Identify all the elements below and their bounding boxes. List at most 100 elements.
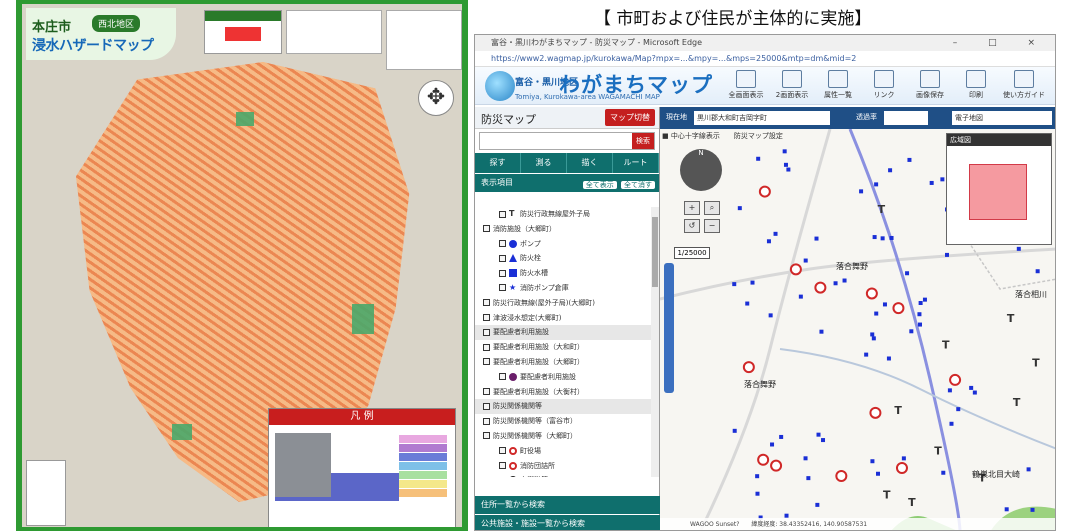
overview-map[interactable]: 広域図 (946, 133, 1052, 245)
checkbox-icon[interactable] (499, 462, 506, 470)
facility-marker[interactable] (768, 313, 773, 318)
guide-button[interactable]: 使い方ガイド (1003, 70, 1045, 100)
search-button[interactable]: 検索 (632, 133, 654, 149)
radio-station-marker[interactable]: T (1032, 357, 1040, 370)
map-switch-button[interactable]: マップ切替 (605, 109, 655, 126)
facility-marker[interactable] (886, 356, 891, 361)
alert-marker[interactable] (892, 302, 905, 315)
checkbox-icon[interactable] (483, 402, 490, 410)
layer-item[interactable]: 消防施設（大郷町） (475, 222, 651, 237)
layer-item[interactable]: ★消防ポンプ倉庫 (475, 281, 651, 296)
facility-marker[interactable] (842, 278, 847, 283)
facility-marker[interactable] (874, 311, 879, 316)
facility-marker[interactable] (803, 456, 808, 461)
rotate-button[interactable]: ↺ (684, 219, 700, 233)
layer-item[interactable]: 消防団詰所 (475, 459, 651, 474)
layer-item[interactable]: 津波浸水想定(大郷町) (475, 311, 651, 326)
fullscreen-button[interactable]: 全画面表示 (725, 70, 767, 100)
facility-marker[interactable] (876, 471, 881, 476)
facility-marker[interactable] (1035, 269, 1040, 274)
facility-marker[interactable] (880, 236, 885, 241)
facility-marker[interactable] (941, 470, 946, 475)
alert-marker[interactable] (789, 263, 802, 276)
facility-marker[interactable] (784, 513, 789, 518)
alert-marker[interactable] (895, 462, 908, 475)
facility-marker[interactable] (1030, 507, 1035, 512)
facility-marker[interactable] (814, 236, 819, 241)
facility-marker[interactable] (909, 329, 914, 334)
alert-marker[interactable] (758, 185, 771, 198)
alert-marker[interactable] (865, 287, 878, 300)
crosshair-toggle[interactable]: ■ 中心十字線表示 防災マップ設定 (662, 132, 783, 140)
layer-item[interactable]: 要配慮者利用施設（大衡村） (475, 385, 651, 400)
checkbox-icon[interactable] (483, 417, 490, 425)
checkbox-icon[interactable] (483, 328, 490, 336)
facility-marker[interactable] (821, 438, 826, 443)
facility-marker[interactable] (737, 206, 742, 211)
split-view-button[interactable]: 2画面表示 (771, 70, 813, 100)
facility-search-panel[interactable]: 公共施設・施設一覧から検索 (475, 515, 660, 530)
tab-search[interactable]: 探す (475, 153, 521, 173)
radio-station-marker[interactable]: T (1013, 396, 1021, 409)
facility-marker[interactable] (929, 180, 934, 185)
layer-item[interactable]: ポンプ (475, 237, 651, 252)
facility-marker[interactable] (917, 322, 922, 327)
checkbox-icon[interactable] (483, 314, 490, 322)
facility-marker[interactable] (750, 280, 755, 285)
facility-marker[interactable] (819, 329, 824, 334)
facility-marker[interactable] (779, 434, 784, 439)
layer-item[interactable]: 防火栓 (475, 251, 651, 266)
layer-item[interactable]: 防災関係機関等（大郷町） (475, 429, 651, 444)
facility-marker[interactable] (732, 428, 737, 433)
facility-marker[interactable] (907, 157, 912, 162)
layer-item[interactable]: 防災関係機関等 (475, 399, 651, 415)
facility-marker[interactable] (905, 271, 910, 276)
attribute-list-button[interactable]: 属性一覧 (817, 70, 859, 100)
facility-marker[interactable] (917, 312, 922, 317)
facility-marker[interactable] (944, 252, 949, 257)
facility-marker[interactable] (815, 502, 820, 507)
address-bar[interactable]: https://www2.wagmap.jp/kurokawa/Map?mpx=… (475, 51, 1055, 67)
hide-all-button[interactable]: 全て消す (621, 181, 655, 189)
facility-marker[interactable] (969, 385, 974, 390)
checkbox-icon[interactable] (499, 269, 506, 277)
checkbox-icon[interactable] (499, 210, 506, 218)
facility-marker[interactable] (859, 189, 864, 194)
checkbox-icon[interactable] (499, 254, 506, 262)
checkbox-icon[interactable] (483, 343, 490, 351)
facility-marker[interactable] (901, 456, 906, 461)
radio-station-marker[interactable]: T (883, 488, 891, 501)
layer-item[interactable]: 要配慮者利用施設（大郷町） (475, 355, 651, 370)
checkbox-icon[interactable] (499, 447, 506, 455)
alert-marker[interactable] (757, 453, 770, 466)
facility-marker[interactable] (816, 432, 821, 437)
radio-station-marker[interactable]: T (1007, 312, 1015, 325)
alert-marker[interactable] (814, 281, 827, 294)
link-button[interactable]: リンク (863, 70, 905, 100)
alert-marker[interactable] (742, 361, 755, 374)
zoom-out-button[interactable]: − (704, 219, 720, 233)
radio-station-marker[interactable]: T (978, 472, 986, 485)
facility-marker[interactable] (870, 332, 875, 337)
radio-station-marker[interactable]: T (908, 496, 916, 509)
facility-marker[interactable] (745, 301, 750, 306)
radio-station-marker[interactable]: T (894, 404, 902, 417)
tab-route[interactable]: ルート (613, 153, 659, 173)
search-input[interactable]: 検索 (479, 132, 655, 150)
facility-marker[interactable] (1016, 246, 1021, 251)
facility-marker[interactable] (972, 390, 977, 395)
zoom-slider[interactable] (664, 263, 674, 393)
layer-list-scrollbar[interactable] (651, 207, 659, 477)
facility-marker[interactable] (864, 352, 869, 357)
facility-marker[interactable] (798, 294, 803, 299)
tab-measure[interactable]: 測る (521, 153, 567, 173)
facility-marker[interactable] (782, 149, 787, 154)
layer-item[interactable]: 町役場 (475, 444, 651, 459)
facility-marker[interactable] (755, 491, 760, 496)
facility-marker[interactable] (732, 282, 737, 287)
address-search-panel[interactable]: 住所一覧から検索 (475, 496, 660, 514)
facility-marker[interactable] (874, 182, 879, 187)
checkbox-icon[interactable] (483, 225, 490, 233)
